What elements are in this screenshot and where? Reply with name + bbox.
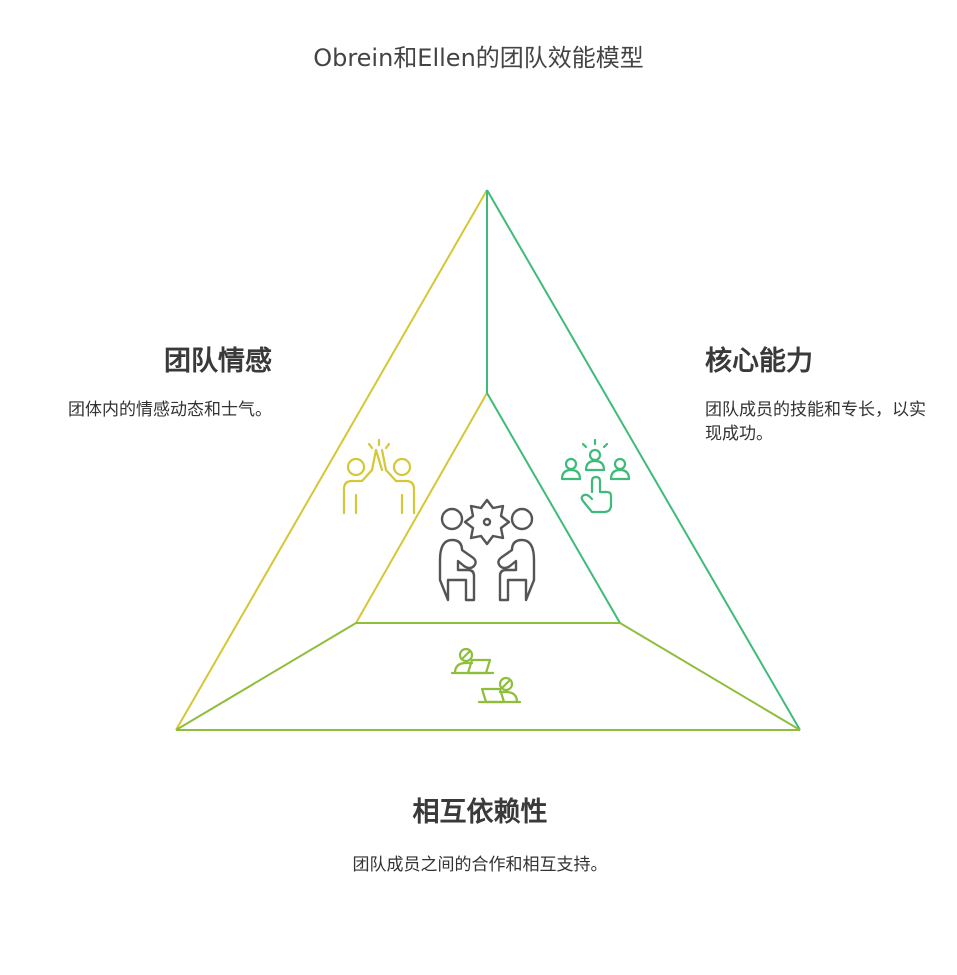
competence-description: 团队成员的技能和专长，以实现成功。: [705, 400, 926, 444]
interdependence-description: 团队成员之间的合作和相互支持。: [352, 855, 608, 875]
interdependence-segment: [175, 622, 801, 731]
high-five-icon: [342, 438, 416, 515]
competence-block: 核心能力 团队成员的技能和专长，以实现成功。: [705, 344, 930, 446]
emotion-segment: [175, 189, 488, 731]
emotion-description: 团体内的情感动态和士气。: [68, 400, 272, 420]
emotion-heading: 团队情感: [164, 346, 272, 377]
interdependence-heading: 相互依赖性: [412, 797, 548, 828]
emotion-block: 团队情感 团体内的情感动态和士气。: [30, 344, 272, 422]
team-select-icon: [560, 438, 631, 514]
diagram-title: Obrein和Ellen的团队效能模型: [313, 44, 644, 72]
interdependence-block: 相互依赖性 团队成员之间的合作和相互支持。: [340, 795, 620, 877]
competence-segment: [486, 189, 801, 731]
competence-heading: 核心能力: [705, 346, 813, 377]
collaboration-icon: [438, 498, 536, 602]
remote-workers-icon: [450, 647, 522, 704]
